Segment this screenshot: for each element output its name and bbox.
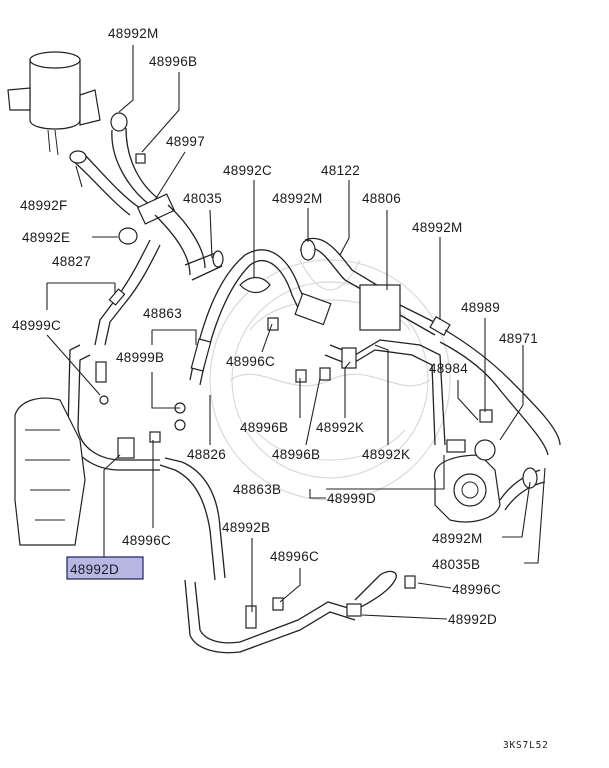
label-48999D[interactable]: 48999D xyxy=(327,491,376,506)
watermark-emblem xyxy=(209,259,451,501)
label-48863[interactable]: 48863 xyxy=(143,306,182,321)
diagram-code: 3KS7L52 xyxy=(503,740,549,751)
label-48806[interactable]: 48806 xyxy=(362,191,401,206)
label-48992B[interactable]: 48992B xyxy=(222,520,270,535)
label-48827[interactable]: 48827 xyxy=(52,254,91,269)
engine-block xyxy=(14,397,86,546)
leader-lines xyxy=(46,45,546,620)
label-48971[interactable]: 48971 xyxy=(499,331,538,346)
steering-gear-hoses xyxy=(189,237,561,456)
label-48992C[interactable]: 48992C xyxy=(223,163,272,178)
label-48992M-mid[interactable]: 48992M xyxy=(272,191,323,206)
label-48989[interactable]: 48989 xyxy=(461,300,500,315)
label-48999B[interactable]: 48999B xyxy=(116,350,164,365)
label-48992K-a[interactable]: 48992K xyxy=(316,420,364,435)
label-48826[interactable]: 48826 xyxy=(187,447,226,462)
label-48992D-right[interactable]: 48992D xyxy=(448,612,497,627)
label-48996B-top[interactable]: 48996B xyxy=(149,54,197,69)
fittings xyxy=(117,276,416,629)
part-labels: 48992M 48996B 48997 48992F 48992E 48035 … xyxy=(12,26,538,627)
label-48992M-top[interactable]: 48992M xyxy=(108,26,159,41)
label-48035B[interactable]: 48035B xyxy=(432,557,480,572)
label-48992K-b[interactable]: 48992K xyxy=(362,447,410,462)
label-48992F[interactable]: 48992F xyxy=(20,198,68,213)
label-48035[interactable]: 48035 xyxy=(183,191,222,206)
label-48992M-low[interactable]: 48992M xyxy=(432,531,483,546)
label-48996C-low[interactable]: 48996C xyxy=(122,533,171,548)
label-48996C-mid[interactable]: 48996C xyxy=(226,354,275,369)
label-48996C-right[interactable]: 48996C xyxy=(452,582,501,597)
label-48984[interactable]: 48984 xyxy=(429,361,468,376)
label-48996B-b[interactable]: 48996B xyxy=(272,447,320,462)
label-48992E[interactable]: 48992E xyxy=(22,230,70,245)
label-48997[interactable]: 48997 xyxy=(166,134,205,149)
reservoir-tank xyxy=(7,51,101,156)
label-48992D-highlight[interactable]: 48992D xyxy=(70,562,119,577)
label-48996C-low2[interactable]: 48996C xyxy=(270,549,319,564)
reservoir-hoses xyxy=(69,112,224,281)
label-48996B-a[interactable]: 48996B xyxy=(240,420,288,435)
label-48992M-right[interactable]: 48992M xyxy=(412,220,463,235)
pressure-lines xyxy=(67,239,397,654)
label-48863B[interactable]: 48863B xyxy=(233,482,281,497)
label-48999C[interactable]: 48999C xyxy=(12,318,61,333)
power-steering-pump xyxy=(433,409,546,523)
highlight-box xyxy=(66,556,144,580)
label-48122[interactable]: 48122 xyxy=(321,163,360,178)
